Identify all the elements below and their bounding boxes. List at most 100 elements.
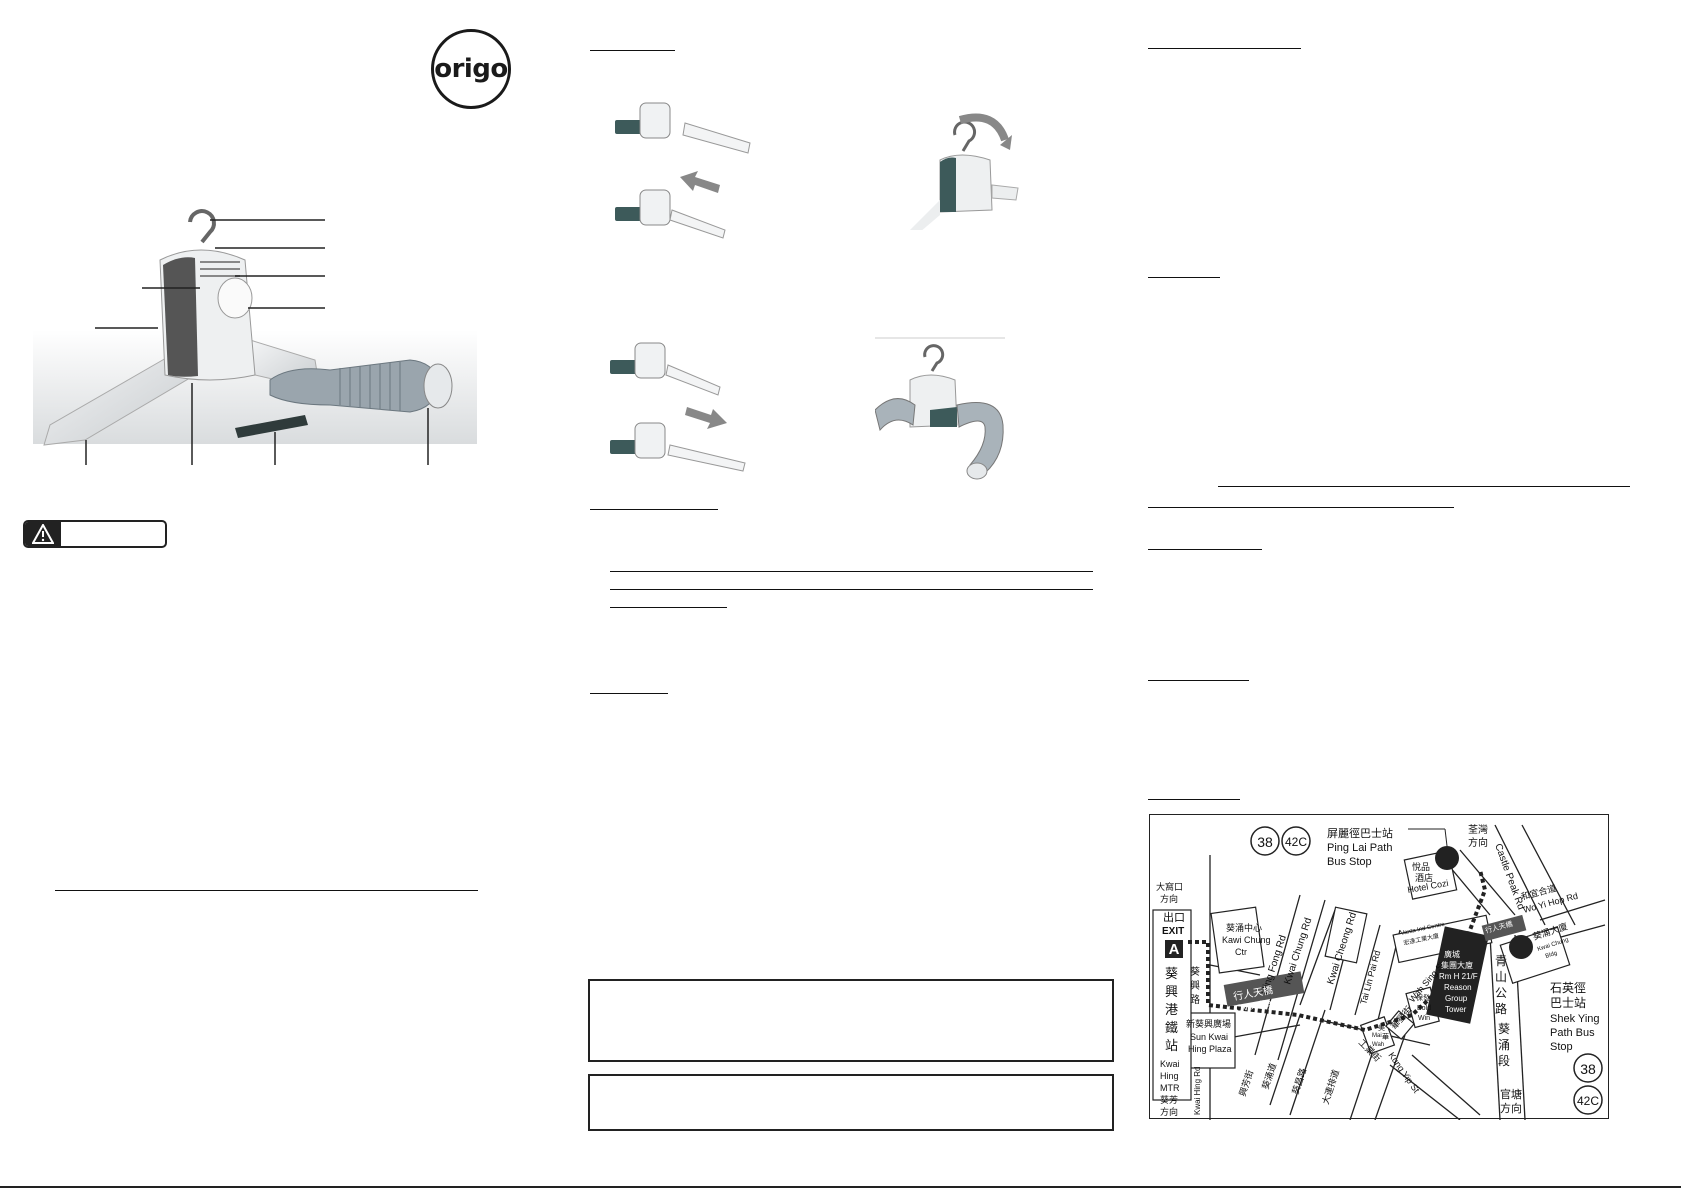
street-zh: 葵涌道 <box>1259 1062 1278 1091</box>
bold-win-zh: 保發 <box>1416 993 1430 1002</box>
section-underline <box>1148 48 1301 49</box>
route-label: 38 <box>1580 1061 1596 1077</box>
warning-badge <box>23 520 167 548</box>
section-underline <box>1148 680 1249 681</box>
notice-box-1 <box>588 979 1114 1062</box>
street-zh: 大連排道 <box>1319 1068 1341 1106</box>
top-vent <box>200 261 240 277</box>
shek-ying-en2: Path Bus <box>1550 1027 1595 1039</box>
tsing-shan-zh: 路 <box>1495 1001 1507 1016</box>
step-4-illustration <box>875 337 1005 480</box>
mtr-zh: 站 <box>1165 1038 1178 1053</box>
kwai-chung-dir-zh1: 大窩口 <box>1156 881 1183 892</box>
street-zh: 興芳街 <box>1236 1069 1255 1098</box>
kawi-chung-en2: Ctr <box>1235 947 1247 957</box>
exit-letter: A <box>1169 941 1180 958</box>
text-underline <box>610 589 1093 590</box>
reason-zh2: 集團大廈 <box>1441 960 1473 970</box>
reason-en3: Group <box>1445 994 1468 1003</box>
overpass-label-box <box>1223 971 1305 1007</box>
mai-wah-en2: Wah <box>1372 1042 1384 1048</box>
kwai-chung-section-zh: 葵 <box>1498 1022 1510 1036</box>
logo-text: origo <box>434 54 508 84</box>
mtr-zh: 興 <box>1165 984 1178 999</box>
bus-stop-icon <box>1509 935 1533 959</box>
mai-wah-zh2: 華 <box>1382 1032 1389 1041</box>
callout-lines <box>85 219 429 465</box>
reason-group-tower <box>1426 926 1489 1024</box>
sun-kwai-en2: Hing Plaza <box>1188 1044 1232 1054</box>
step-2-illustration <box>910 113 1019 230</box>
kwai-chung-dir-zh2: 方向 <box>1160 893 1178 904</box>
text-underline <box>610 571 1093 572</box>
tsuen-wan-dir-zh2: 方向 <box>1468 836 1488 849</box>
text-underline <box>1148 507 1454 508</box>
mtr-en: Hing <box>1160 1071 1179 1081</box>
shek-ying-zh1: 石英徑 <box>1550 981 1586 995</box>
notice-box-2 <box>588 1074 1114 1131</box>
section-underline <box>590 509 718 510</box>
mai-wah-en1: Mai <box>1372 1033 1382 1039</box>
route-42c-circle <box>1281 826 1311 856</box>
bold-win-en1: Bold <box>1417 1005 1431 1012</box>
overpass-small-box <box>1481 914 1527 942</box>
street-zh: 葵昌路 <box>1289 1067 1308 1096</box>
step-1-illustration <box>615 102 751 239</box>
tsing-shan-zh: 青 <box>1495 954 1507 968</box>
mtr-en: MTR <box>1160 1083 1180 1093</box>
road-name: Kwai Hing Rd <box>1193 1067 1202 1115</box>
route-label: 38 <box>1257 834 1273 850</box>
ping-lai-zh: 屏麗徑巴士站 <box>1327 826 1393 840</box>
ping-lai-en1: Ping Lai Path <box>1327 842 1392 854</box>
kwai-chung-section-zh: 段 <box>1498 1053 1510 1068</box>
warning-triangle-icon <box>25 522 61 546</box>
mtr-en: Kwai <box>1160 1059 1180 1069</box>
location-map: A 38 42C 38 42C 屏麗徑巴士站 Ping Lai Path Bus… <box>1149 814 1609 1121</box>
bus-stop-icon <box>1435 846 1459 870</box>
product-diagram <box>33 209 477 465</box>
control-dial <box>217 277 253 319</box>
exit-a-badge <box>1165 940 1183 958</box>
kwun-tong-dir-zh2: 方向 <box>1500 1101 1522 1115</box>
reason-en4: Tower <box>1445 1005 1467 1014</box>
kwai-chung-section-zh: 涌 <box>1498 1038 1510 1052</box>
shek-ying-zh2: 巴士站 <box>1550 996 1586 1010</box>
hotel-zh1: 悅品 <box>1412 861 1430 872</box>
section-underline <box>1148 277 1220 278</box>
route-42c-circle <box>1573 1085 1603 1115</box>
route-label: 42C <box>1577 1094 1599 1108</box>
divider-line <box>55 890 478 891</box>
origo-logo: origo <box>431 29 511 109</box>
tsing-shan-zh: 公 <box>1495 986 1507 1000</box>
kwai-hing-rd-zh: 葵 <box>1190 966 1200 978</box>
kwai-fong-dir-zh2: 方向 <box>1160 1106 1178 1117</box>
route-label: 42C <box>1285 835 1307 849</box>
mtr-zh: 港 <box>1165 1002 1178 1017</box>
shek-ying-en3: Stop <box>1550 1041 1573 1053</box>
sun-kwai-zh: 新葵興廣場 <box>1186 1018 1231 1029</box>
mai-wah-zh1: 美 <box>1378 1023 1385 1032</box>
hook-icon <box>188 209 216 244</box>
ping-lai-en2: Bus Stop <box>1327 856 1372 868</box>
section-underline <box>1148 549 1262 550</box>
tsuen-wan-dir-zh1: 荃灣 <box>1468 823 1488 836</box>
section-underline <box>590 50 675 51</box>
walking-route <box>1188 869 1488 1033</box>
kawi-chung-en1: Kawi Chung <box>1222 935 1271 945</box>
hose-ribs <box>339 362 401 411</box>
sun-kwai-en1: Sun Kwai <box>1190 1032 1228 1042</box>
section-underline <box>1148 799 1240 800</box>
route-38-circle <box>1573 1053 1603 1083</box>
hotel-zh2: 酒店 <box>1415 872 1433 883</box>
shek-ying-en1: Shek Ying <box>1550 1013 1600 1025</box>
mtr-zh: 葵 <box>1165 966 1178 981</box>
road-name: Tai Lin Pai Rd <box>1358 949 1382 1005</box>
route-38-circle <box>1250 826 1280 856</box>
step-3-illustration <box>610 342 746 472</box>
bottom-rule <box>0 1186 1681 1188</box>
kawi-chung-zh: 葵涌中心 <box>1226 922 1262 933</box>
reason-zh1: 廣城 <box>1444 949 1460 959</box>
exit-zh: 出口 <box>1163 910 1185 924</box>
nozzle-handle <box>235 415 308 438</box>
reason-en1: Rm H 21/F <box>1439 972 1478 981</box>
